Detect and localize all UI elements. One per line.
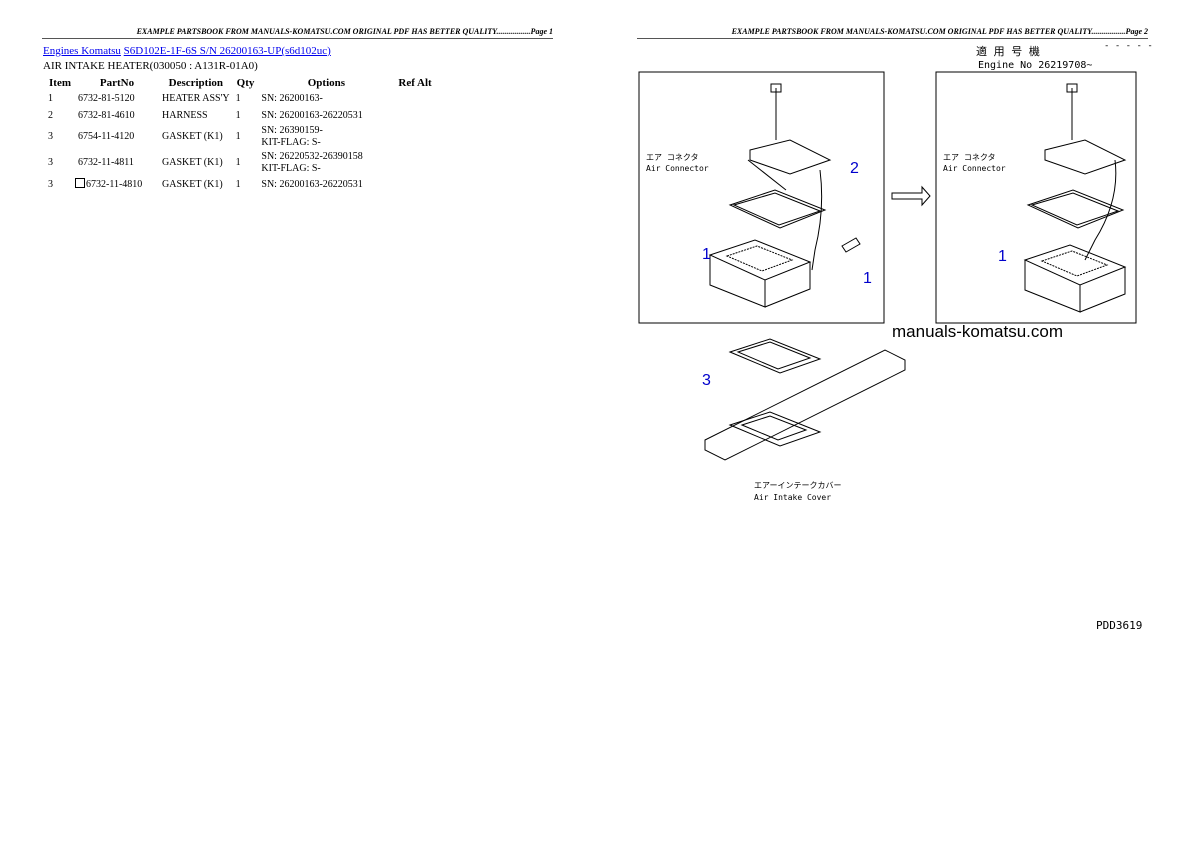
- cell-item: 3: [48, 131, 53, 142]
- breadcrumb-link-engines[interactable]: Engines Komatsu: [43, 45, 121, 57]
- col-qty: Qty: [236, 77, 255, 89]
- callout-1b: 1: [863, 270, 872, 287]
- heater-right: [1023, 83, 1127, 313]
- cell-options: SN: 26200163-26220531: [258, 107, 394, 124]
- watermark: manuals-komatsu.com: [892, 322, 1063, 341]
- partno-text: 6732-11-4810: [86, 179, 143, 190]
- engine-no-label: Engine No 26219708~: [978, 60, 1092, 71]
- col-options: Options: [307, 77, 346, 89]
- table-row: 3 6732-11-4811 GASKET (K1) 1 SN: 2622053…: [45, 150, 436, 176]
- cell-desc: GASKET (K1): [162, 131, 223, 142]
- col-item: Item: [49, 77, 71, 89]
- option-line: SN: 26200163-: [261, 92, 323, 104]
- option-line: SN: 26200163-26220531: [261, 178, 363, 190]
- cell-desc: HEATER ASS'Y: [162, 92, 230, 104]
- callout-1: 1: [702, 246, 711, 263]
- air-connector-label-right: Air Connector: [943, 164, 1006, 173]
- page-1-header: EXAMPLE PARTSBOOK FROM MANUALS-KOMATSU.C…: [42, 26, 553, 39]
- option-line: SN: 26200163-26220531: [261, 109, 363, 121]
- applicable-label-jp: 適 用 号 機: [976, 44, 1040, 58]
- cell-desc: GASKET (K1): [162, 178, 223, 190]
- cell-item: 3: [48, 157, 53, 168]
- cell-partno: 6754-11-4120: [78, 131, 135, 142]
- col-refalt: Ref Alt: [398, 77, 432, 89]
- table-header-row: Item PartNo Description Qty Options Ref …: [45, 76, 436, 90]
- cell-options: SN: 26200163-: [258, 90, 394, 107]
- cell-item: 1: [48, 92, 53, 104]
- air-connector-label-jp-right: エア コネクタ: [943, 153, 996, 162]
- air-connector-label: Air Connector: [646, 164, 709, 173]
- col-partno: PartNo: [99, 77, 135, 89]
- cell-item: 2: [48, 109, 53, 121]
- cell-item: 3: [48, 178, 53, 190]
- left-view-frame: [638, 71, 885, 324]
- table-row: 3 6754-11-4120 GASKET (K1) 1 SN: 2639015…: [45, 124, 436, 150]
- section-title: AIR INTAKE HEATER(030050 : A131R-01A0): [43, 60, 258, 72]
- cell-options: SN: 26200163-26220531: [258, 176, 394, 193]
- table-row: 1 6732-81-5120 HEATER ASS'Y 1 SN: 262001…: [45, 90, 436, 107]
- figure-code: PDD3619: [1096, 619, 1142, 632]
- air-intake-cover-label: Air Intake Cover: [754, 493, 831, 502]
- cell-partno: 6732-11-4811: [78, 157, 134, 168]
- gasket-and-cover: [704, 338, 906, 461]
- cell-partno: 6732-81-4610: [78, 109, 135, 121]
- option-line: SN: 26220532-26390158: [261, 151, 363, 162]
- cell-qty: 1: [235, 178, 241, 190]
- parts-diagram: 適 用 号 機 Engine No 26219708~ - - - - - エア…: [638, 41, 1153, 632]
- callout-2: 2: [850, 160, 859, 177]
- cell-qty: 1: [235, 92, 241, 104]
- option-line: SN: 26390159-: [261, 125, 323, 136]
- option-line: KIT-FLAG: S-: [261, 137, 321, 148]
- parts-table: Item PartNo Description Qty Options Ref …: [45, 76, 436, 193]
- table-row: 2 6732-81-4610 HARNESS 1 SN: 26200163-26…: [45, 107, 436, 124]
- cell-partno: 6732-11-4810: [75, 176, 159, 193]
- heater-left: [708, 83, 861, 308]
- cell-partno: 6732-81-5120: [78, 92, 135, 104]
- cell-qty: 1: [235, 157, 241, 168]
- option-line: KIT-FLAG: S-: [261, 163, 321, 174]
- cell-qty: 1: [235, 109, 241, 121]
- callout-3: 3: [702, 372, 711, 389]
- callout-1c: 1: [998, 248, 1007, 265]
- breadcrumb-link-model[interactable]: S6D102E-1F-6S S/N 26200163-UP(s6d102uc): [123, 45, 331, 57]
- cell-desc: HARNESS: [162, 109, 208, 121]
- page-2-header: EXAMPLE PARTSBOOK FROM MANUALS-KOMATSU.C…: [637, 26, 1148, 39]
- right-view-frame: [935, 71, 1137, 324]
- checkbox-icon: [75, 178, 85, 188]
- dashes: - - - - -: [1104, 41, 1153, 51]
- cell-desc: GASKET (K1): [162, 157, 223, 168]
- table-row: 3 6732-11-4810 GASKET (K1) 1 SN: 2620016…: [45, 176, 436, 193]
- cell-qty: 1: [235, 131, 241, 142]
- col-description: Description: [168, 77, 224, 89]
- cell-options: SN: 26390159-KIT-FLAG: S-: [258, 124, 394, 150]
- air-connector-label-jp: エア コネクタ: [646, 153, 699, 162]
- arrow-icon: [891, 185, 931, 207]
- breadcrumb: Engines Komatsu S6D102E-1F-6S S/N 262001…: [43, 45, 331, 57]
- air-intake-cover-label-jp: エアーインテークカバー: [754, 481, 842, 490]
